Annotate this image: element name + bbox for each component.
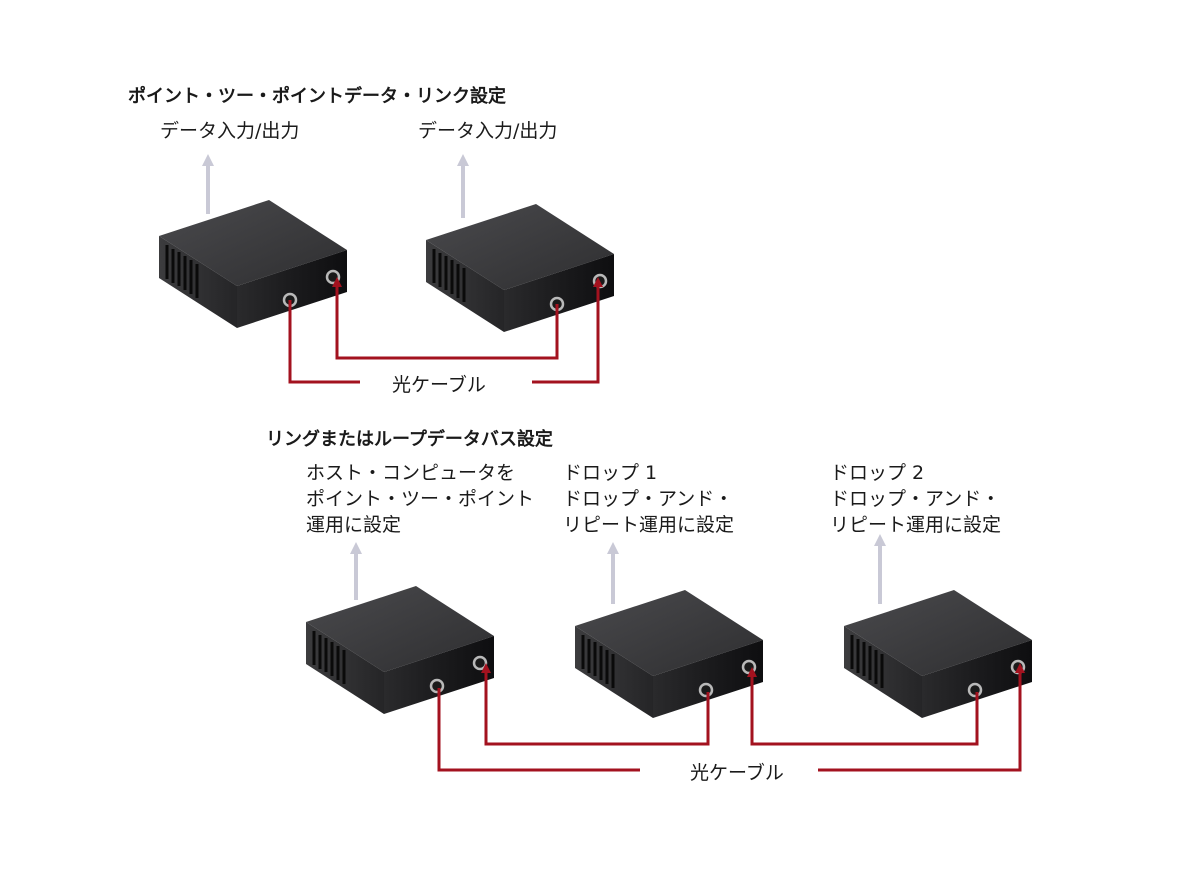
label-line: ドロップ・アンド・ xyxy=(563,488,734,510)
label-line: リピート運用に設定 xyxy=(830,514,1002,536)
fiber-cable xyxy=(288,277,603,384)
label-line: ドロップ・アンド・ xyxy=(830,488,1001,510)
label-line: ドロップ 2 xyxy=(830,462,925,484)
device-label: データ入力/出力 xyxy=(160,120,300,142)
device-label: データ入力/出力 xyxy=(418,120,558,142)
device-label: ホスト・コンピュータを ポイント・ツー・ポイント 運用に設定 xyxy=(306,460,534,538)
point-to-point-heading: ポイント・ツー・ポイントデータ・リンク設定 xyxy=(128,86,506,107)
media-converter-device xyxy=(304,584,496,716)
label-line: ポイント・ツー・ポイント xyxy=(306,488,535,510)
fiber-cable xyxy=(437,663,1025,772)
device-label: ドロップ 2 ドロップ・アンド・ リピート運用に設定 xyxy=(830,460,1001,538)
label-line: 運用に設定 xyxy=(306,514,402,536)
media-converter-device xyxy=(157,198,349,330)
media-converter-device xyxy=(842,588,1034,720)
device-label: ドロップ 1 ドロップ・アンド・ リピート運用に設定 xyxy=(563,460,734,538)
label-line: ドロップ 1 xyxy=(563,462,658,484)
cable-label: 光ケーブル xyxy=(386,370,492,397)
media-converter-device xyxy=(573,588,765,720)
cable-label: 光ケーブル xyxy=(684,758,790,785)
media-converter-device xyxy=(424,202,616,334)
ring-heading: リングまたはループデータバス設定 xyxy=(266,429,553,450)
label-line: リピート運用に設定 xyxy=(563,514,735,536)
label-line: ホスト・コンピュータを xyxy=(306,462,516,484)
